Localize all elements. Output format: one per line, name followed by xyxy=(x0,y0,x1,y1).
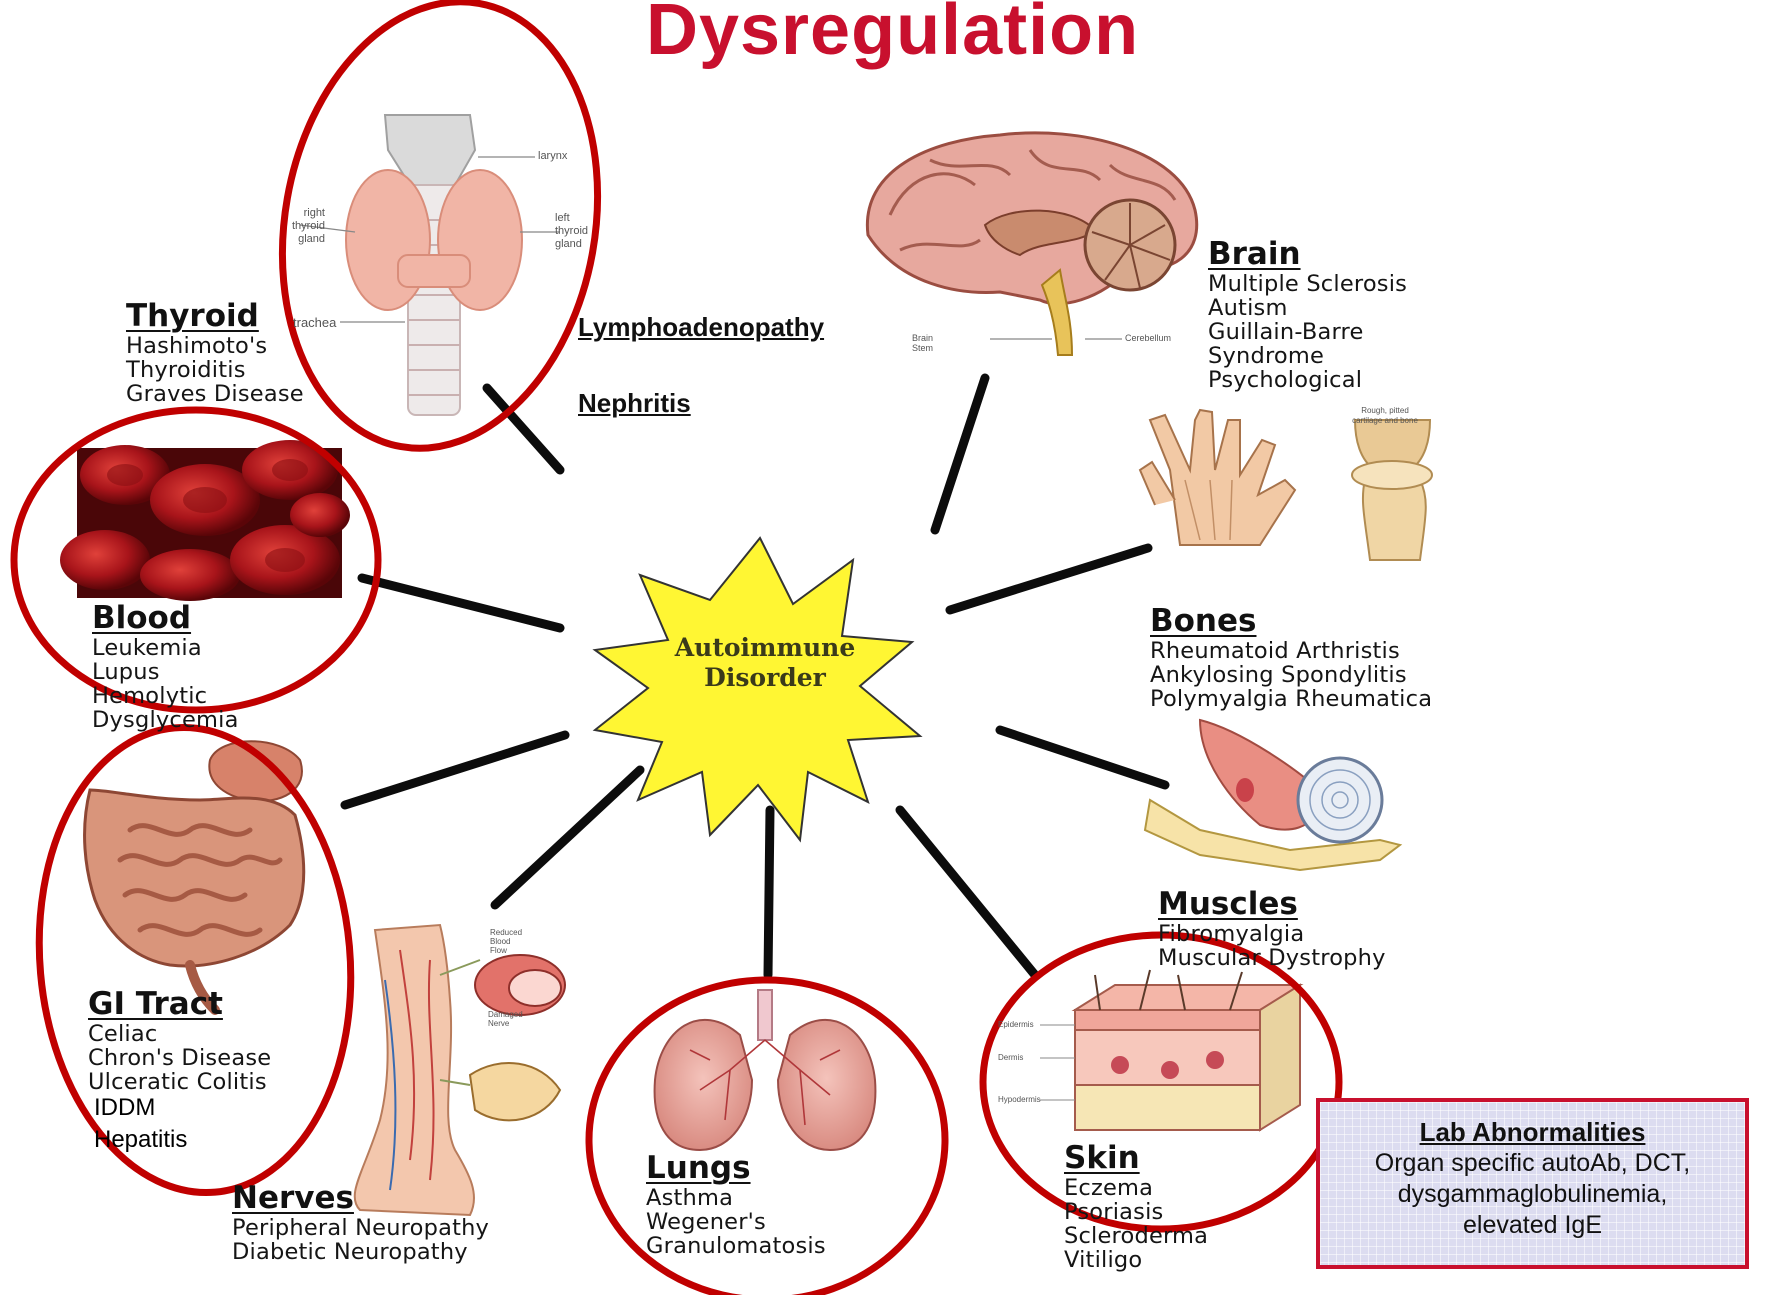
lab-box-line: elevated IgE xyxy=(1320,1210,1745,1241)
disease-list-bones: Rheumatoid Arthristis Ankylosing Spondyl… xyxy=(1150,639,1432,711)
gi-extra-iddm: IDDM xyxy=(94,1092,271,1124)
disease-item: Psychological xyxy=(1208,368,1407,392)
organ-lungs: Lungs Asthma Wegener's Granulomatosis xyxy=(646,1150,826,1258)
disease-item: Lupus xyxy=(92,660,239,684)
gi-extra-hepatitis: Hepatitis xyxy=(94,1124,271,1156)
label-right-thyroid: right thyroid gland xyxy=(270,207,325,246)
disease-list-muscles: Fibromyalgia Muscular Dystrophy xyxy=(1158,922,1386,970)
disease-item: Granulomatosis xyxy=(646,1234,826,1258)
organ-blood: Blood Leukemia Lupus Hemolytic Dysglycem… xyxy=(92,600,239,732)
label-cerebellum: Cerebellum xyxy=(1125,333,1171,343)
lab-box-line: dysgammaglobulinemia, xyxy=(1320,1179,1745,1210)
disease-item: Autism xyxy=(1208,296,1407,320)
thyroid-illustration xyxy=(300,115,560,415)
disease-item: Ulceratic Colitis xyxy=(88,1070,271,1094)
label-reduced-blood: Reduced Blood Flow xyxy=(490,928,522,955)
disease-item: Psoriasis xyxy=(1064,1200,1208,1224)
spoke-skin xyxy=(900,810,1035,975)
disease-item: Peripheral Neuropathy xyxy=(232,1216,489,1240)
organ-gi-tract: GI Tract Celiac Chron's Disease Ulcerati… xyxy=(88,986,271,1156)
disease-item: Hashimoto's xyxy=(126,334,304,358)
disease-item: Polymyalgia Rheumatica xyxy=(1150,687,1432,711)
disease-item: Hemolytic xyxy=(92,684,239,708)
label-larynx: larynx xyxy=(538,150,567,162)
spoke-muscles xyxy=(1000,730,1165,785)
disease-list-gi-tract: Celiac Chron's Disease Ulceratic Colitis xyxy=(88,1022,271,1094)
disease-item: Eczema xyxy=(1064,1176,1208,1200)
lab-abnormalities-box: Lab Abnormalities Organ specific autoAb,… xyxy=(1316,1098,1749,1269)
disease-item: Leukemia xyxy=(92,636,239,660)
organ-name-nerves: Nerves xyxy=(232,1180,489,1216)
label-cartilage: Rough, pitted cartilage and bone xyxy=(1330,406,1440,426)
disease-list-thyroid: Hashimoto's Thyroiditis Graves Disease xyxy=(126,334,304,406)
disease-item: Chron's Disease xyxy=(88,1046,271,1070)
disease-item: Rheumatoid Arthristis xyxy=(1150,639,1432,663)
page-title: Dysregulation xyxy=(0,0,1785,70)
organ-name-brain: Brain xyxy=(1208,236,1407,272)
spoke-nerves xyxy=(495,770,640,905)
disease-item: Ankylosing Spondylitis xyxy=(1150,663,1432,687)
organ-brain: Brain Multiple Sclerosis Autism Guillain… xyxy=(1208,236,1407,392)
organ-bones: Bones Rheumatoid Arthristis Ankylosing S… xyxy=(1150,603,1432,711)
disease-item: Fibromyalgia xyxy=(1158,922,1386,946)
spoke-brain xyxy=(935,378,985,530)
label-damaged-nerve: Damaged Nerve xyxy=(488,1010,523,1028)
disease-item: Celiac xyxy=(88,1022,271,1046)
organ-name-blood: Blood xyxy=(92,600,239,636)
center-label: Autoimmune Disorder xyxy=(650,633,880,693)
organ-name-skin: Skin xyxy=(1064,1140,1208,1176)
disease-item: Graves Disease xyxy=(126,382,304,406)
disease-item: Thyroiditis xyxy=(126,358,304,382)
organ-name-muscles: Muscles xyxy=(1158,886,1386,922)
disease-item: Guillain-Barre xyxy=(1208,320,1407,344)
center-label-line1: Autoimmune xyxy=(650,633,880,663)
disease-item: Vitiligo xyxy=(1064,1248,1208,1272)
organ-name-lungs: Lungs xyxy=(646,1150,826,1186)
nephritis-label: Nephritis xyxy=(578,388,691,419)
disease-list-skin: Eczema Psoriasis Scleroderma Vitiligo xyxy=(1064,1176,1208,1272)
skin-illustration xyxy=(1040,970,1300,1130)
spoke-lungs xyxy=(768,810,770,975)
label-hypodermis: Hypodermis xyxy=(998,1095,1041,1104)
organ-name-bones: Bones xyxy=(1150,603,1432,639)
disease-item: Wegener's xyxy=(646,1210,826,1234)
lymphoadenopathy-label: Lymphoadenopathy xyxy=(578,312,824,343)
disease-item: Syndrome xyxy=(1208,344,1407,368)
brain-illustration xyxy=(867,133,1196,355)
disease-item: Diabetic Neuropathy xyxy=(232,1240,489,1264)
label-epidermis: Epidermis xyxy=(998,1020,1034,1029)
spoke-bones xyxy=(950,548,1148,610)
organ-skin: Skin Eczema Psoriasis Scleroderma Vitili… xyxy=(1064,1140,1208,1272)
label-brain-stem: Brain Stem xyxy=(912,333,933,353)
gi-tract-illustration xyxy=(85,741,304,1010)
spoke-blood xyxy=(362,578,560,628)
organ-muscles: Muscles Fibromyalgia Muscular Dystrophy xyxy=(1158,886,1386,970)
muscles-illustration xyxy=(1145,720,1400,870)
bones-illustration xyxy=(1140,410,1432,560)
disease-item: Scleroderma xyxy=(1064,1224,1208,1248)
organ-name-thyroid: Thyroid xyxy=(126,298,304,334)
organ-thyroid: Thyroid Hashimoto's Thyroiditis Graves D… xyxy=(126,298,304,406)
disease-item: Multiple Sclerosis xyxy=(1208,272,1407,296)
disease-list-blood: Leukemia Lupus Hemolytic Dysglycemia xyxy=(92,636,239,732)
organ-name-gi-tract: GI Tract xyxy=(88,986,271,1022)
label-dermis: Dermis xyxy=(998,1053,1023,1062)
blood-illustration xyxy=(60,440,350,601)
disease-list-lungs: Asthma Wegener's Granulomatosis xyxy=(646,1186,826,1258)
center-label-line2: Disorder xyxy=(650,663,880,693)
spoke-gi xyxy=(345,735,565,805)
disease-item: Asthma xyxy=(646,1186,826,1210)
disease-list-nerves: Peripheral Neuropathy Diabetic Neuropath… xyxy=(232,1216,489,1264)
disease-list-brain: Multiple Sclerosis Autism Guillain-Barre… xyxy=(1208,272,1407,392)
disease-item: Dysglycemia xyxy=(92,708,239,732)
lab-box-title: Lab Abnormalities xyxy=(1320,1116,1745,1148)
disease-item: Muscular Dystrophy xyxy=(1158,946,1386,970)
organ-nerves: Nerves Peripheral Neuropathy Diabetic Ne… xyxy=(232,1180,489,1264)
lungs-illustration xyxy=(655,990,876,1150)
nerves-illustration xyxy=(355,925,565,1215)
label-left-thyroid: left thyroid gland xyxy=(555,212,588,251)
lab-box-line: Organ specific autoAb, DCT, xyxy=(1320,1148,1745,1179)
